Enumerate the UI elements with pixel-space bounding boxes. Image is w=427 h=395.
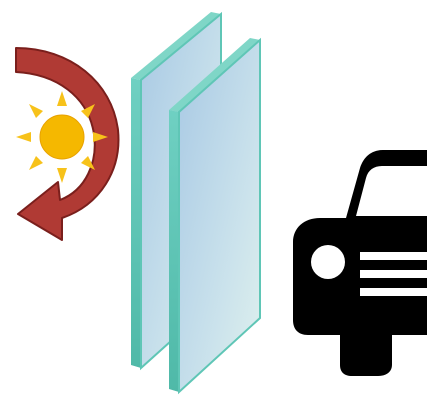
- car-front-icon: [293, 150, 427, 395]
- sun-icon: [16, 91, 108, 183]
- double-glazing-icon: [131, 12, 260, 392]
